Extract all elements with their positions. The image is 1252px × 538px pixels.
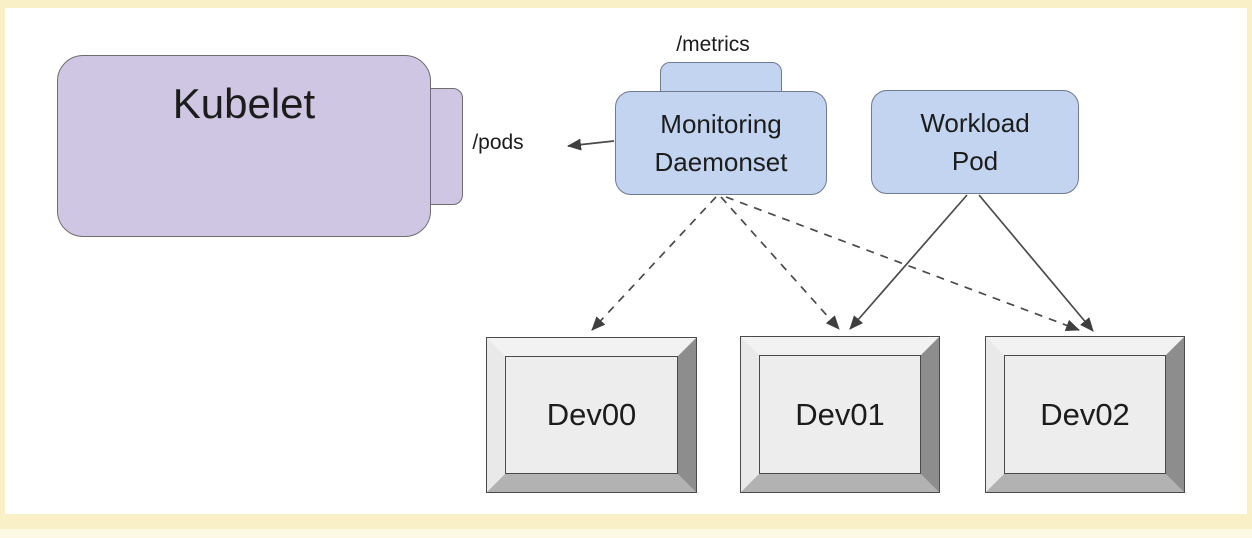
kubelet-node: Kubelet (57, 55, 431, 237)
device-bevel (487, 338, 696, 492)
metrics-endpoint-label: /metrics (676, 33, 750, 56)
workload-pod-label-line2: Pod (951, 146, 999, 176)
device-node-dev01: Dev01 (740, 336, 940, 493)
workload-pod-label-line1: Workload (920, 108, 1030, 138)
device-face: Dev02 (1004, 355, 1166, 474)
monitoring-daemonset-node: Monitoring Daemonset (615, 91, 827, 195)
monitoring-daemonset-label-line2: Daemonset (654, 147, 788, 177)
monitoring-daemonset-label-line1: Monitoring (660, 109, 782, 139)
device-face: Dev00 (505, 356, 678, 474)
device-node-dev00: Dev00 (486, 337, 697, 493)
device-bevel (986, 337, 1184, 492)
frame-bottom-stripe (0, 529, 1252, 538)
device-label: Dev01 (795, 396, 885, 432)
device-label: Dev02 (1040, 396, 1130, 432)
device-node-dev02: Dev02 (985, 336, 1185, 493)
device-bevel (741, 337, 939, 492)
kubelet-label: Kubelet (172, 80, 316, 127)
pods-endpoint-label: /pods (472, 131, 524, 154)
device-face: Dev01 (759, 355, 921, 474)
workload-pod-node: Workload Pod (871, 90, 1079, 194)
device-label: Dev00 (546, 397, 637, 432)
